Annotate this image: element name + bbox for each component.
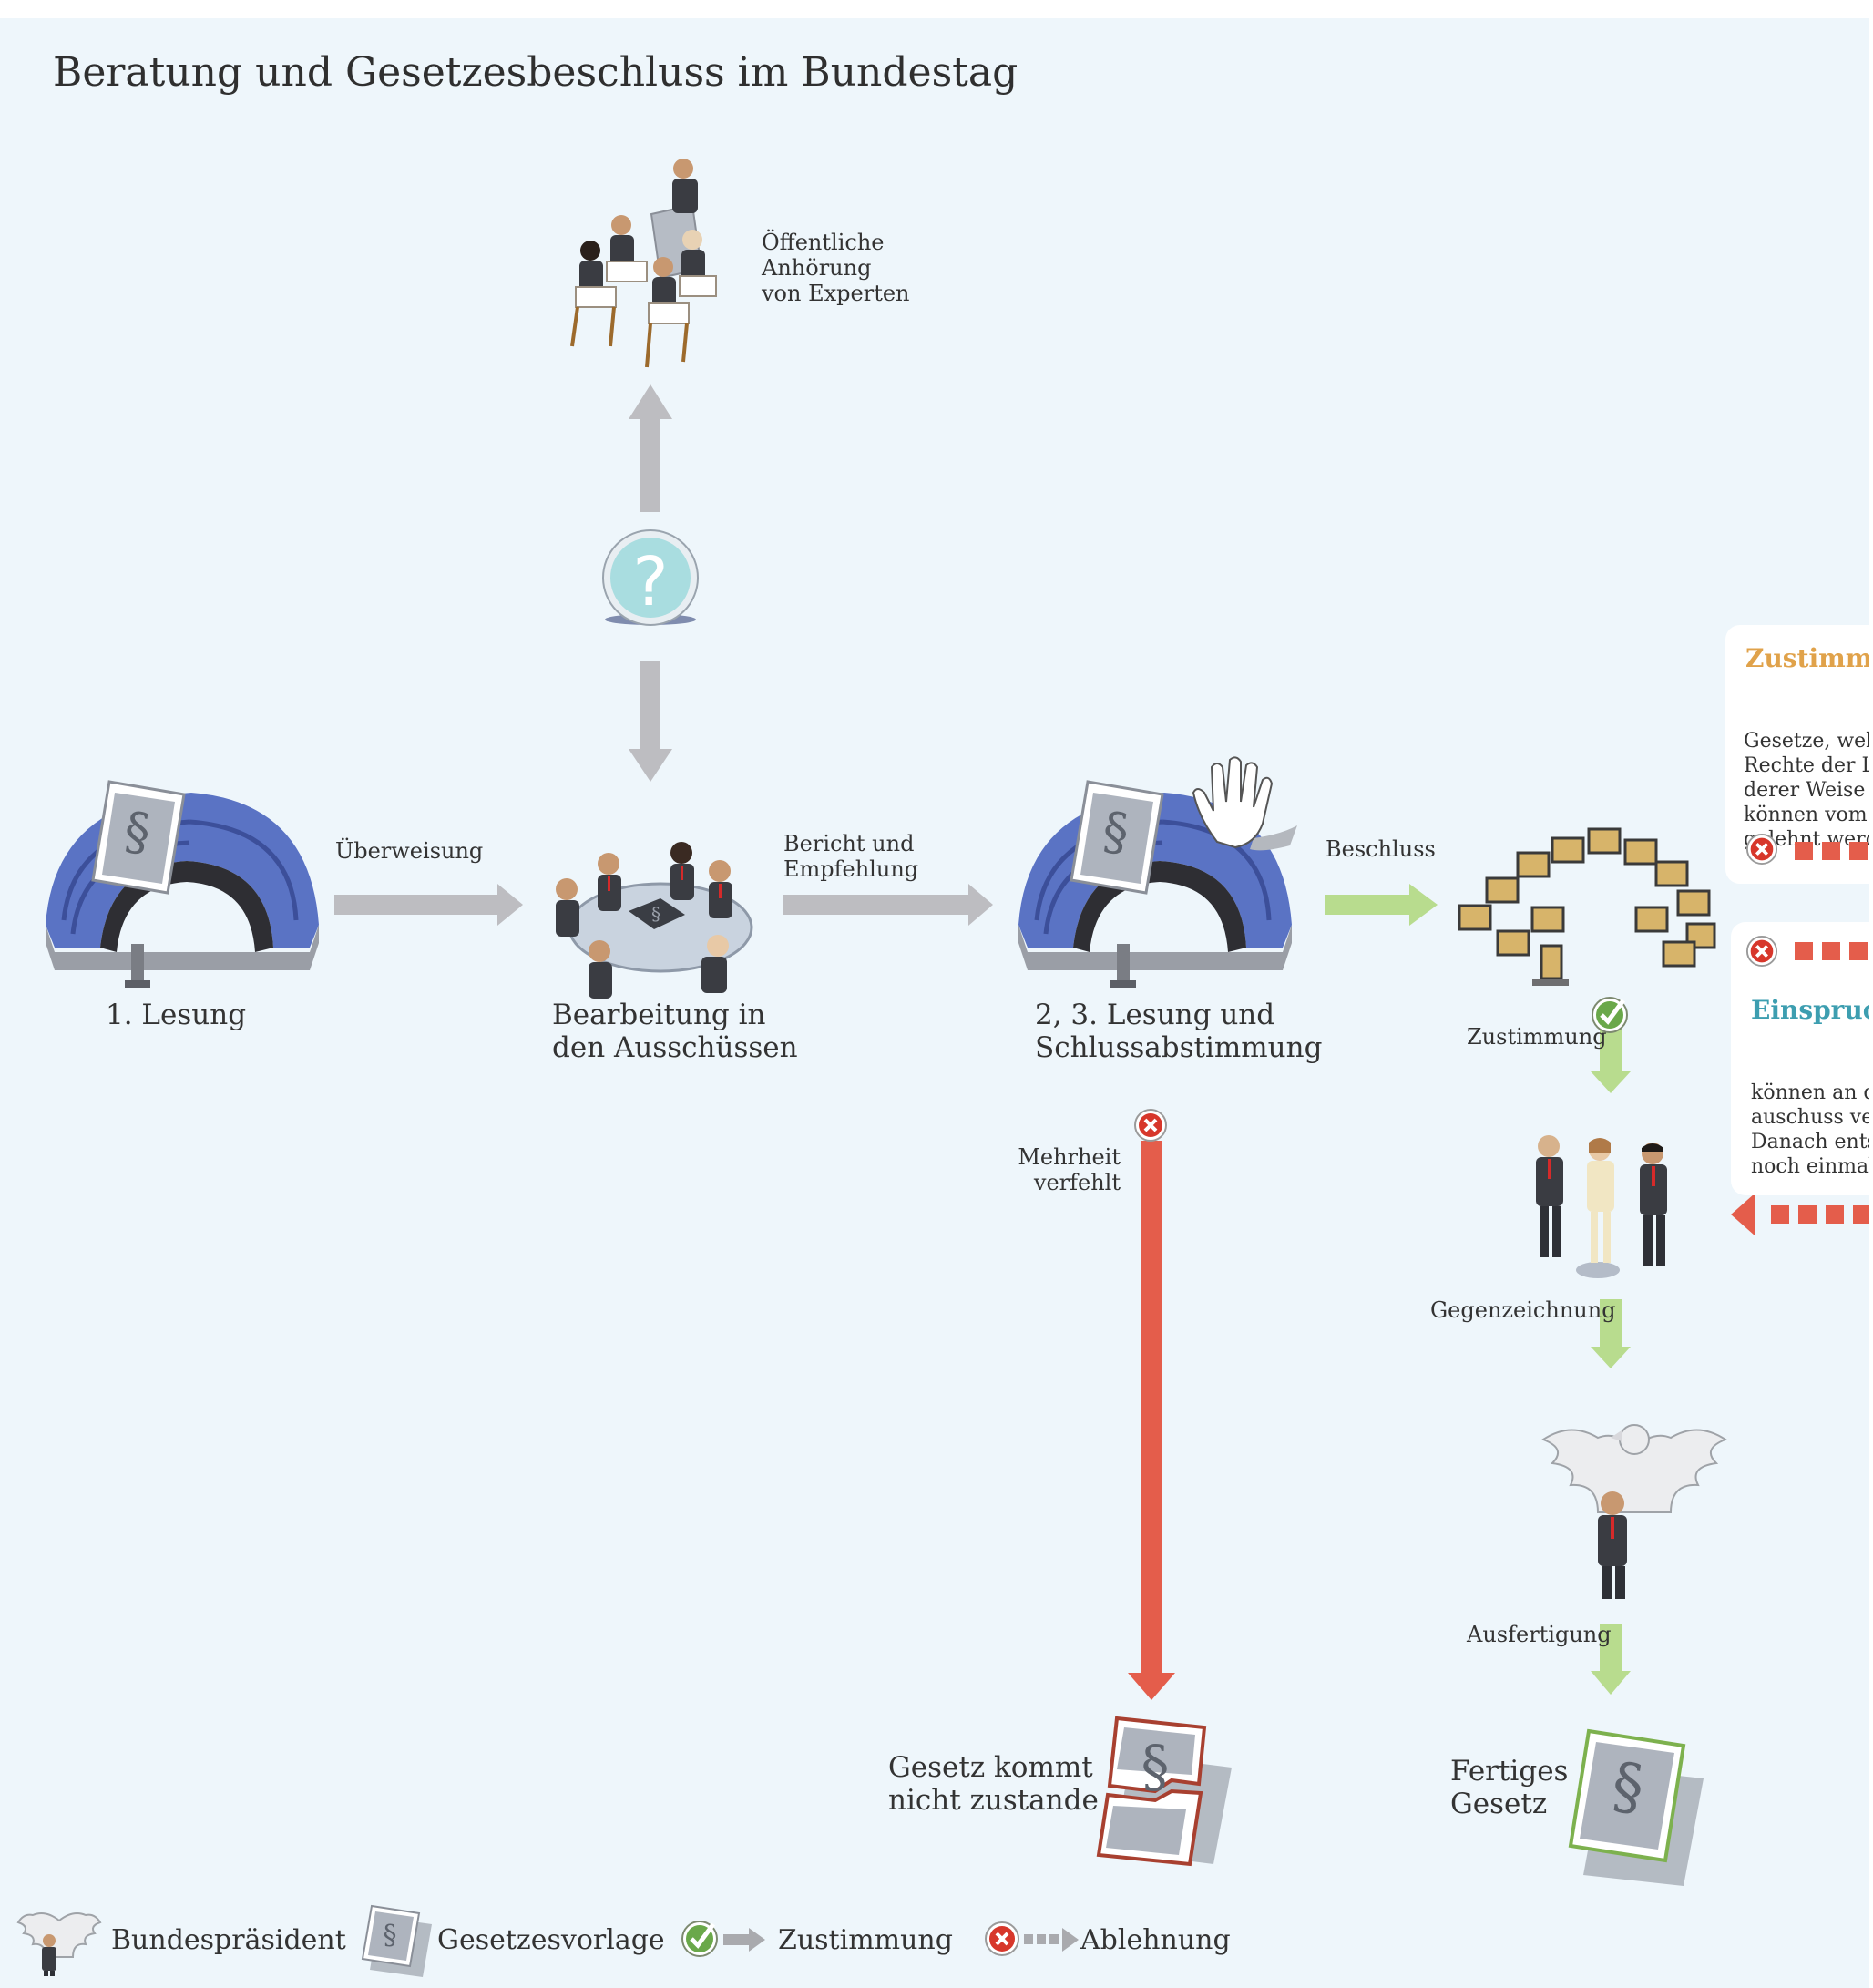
vote-hand-icon <box>1192 756 1297 851</box>
legend-bill-label: Gesetzesvorlage <box>437 1924 665 1956</box>
consent-card-title: Zustimmu <box>1745 643 1869 673</box>
government-members-icon <box>1536 1135 1667 1278</box>
legend-approval-icon <box>681 1921 765 1957</box>
objection-card: Einspruch können an deauschuss verwDanac… <box>1731 922 1869 1195</box>
consent-card: Zustimmu Gesetze, welcRechte der Läderer… <box>1725 625 1869 884</box>
legend: Bundespräsident § Gesetzesvorlage Zustim… <box>16 1904 1294 1977</box>
label-resolution: Beschluss <box>1325 836 1436 862</box>
legend-bill-icon: § <box>361 1904 432 1977</box>
legend-rejection-label: Ablehnung <box>1080 1924 1231 1956</box>
bundesrat-seats-icon <box>1458 827 1716 986</box>
failed-law-icon: § <box>1096 1716 1232 1867</box>
arrow-referral <box>334 884 523 926</box>
final-law-icon: § <box>1568 1728 1704 1886</box>
arrow-approval <box>1591 1028 1631 1093</box>
bill-icon: § <box>91 780 186 895</box>
svg-text:§: § <box>1141 1733 1170 1799</box>
arrow-to-hearing <box>629 384 672 512</box>
rejection-x-icon <box>1134 1109 1167 1142</box>
legend-president-icon <box>16 1912 102 1976</box>
svg-text:§: § <box>384 1920 397 1952</box>
svg-text:§: § <box>651 903 660 925</box>
svg-text:?: ? <box>632 543 668 621</box>
arrow-countersign <box>1591 1299 1631 1368</box>
legend-president-label: Bundespräsident <box>111 1924 346 1956</box>
objection-rejection-x-icon <box>1745 935 1778 968</box>
objection-card-text: können an deauschuss verwDanach entscnoc… <box>1751 1081 1869 1178</box>
consent-rejection-x-icon <box>1745 833 1778 866</box>
arrow-report <box>783 884 993 926</box>
question-icon: ? <box>602 529 699 626</box>
diagram-canvas: Beratung und Gesetzesbeschluss im Bundes… <box>0 18 1869 1988</box>
objection-card-title: Einspruch <box>1751 995 1869 1025</box>
expert-hearing-icon <box>570 159 717 368</box>
approval-check-icon <box>1592 997 1628 1033</box>
arrow-execution <box>1591 1624 1631 1695</box>
arrow-question-to-committees <box>629 661 672 782</box>
bill-icon-2: § <box>1070 780 1164 895</box>
dashed-return-arrow <box>1731 1194 1869 1235</box>
arrow-resolution <box>1325 884 1438 926</box>
label-referral: Überweisung <box>335 838 484 864</box>
federal-president-icon <box>1540 1424 1728 1599</box>
diagram-title: Beratung und Gesetzesbeschluss im Bundes… <box>53 49 1018 96</box>
legend-rejection-icon <box>985 1921 1079 1956</box>
label-first-reading: 1. Lesung <box>106 999 247 1031</box>
arrow-no-majority <box>1128 1141 1175 1700</box>
committee-table-icon: § <box>556 842 753 999</box>
label-countersign: Gegenzeichnung <box>1430 1297 1616 1323</box>
label-approval: Zustimmung <box>1467 1024 1607 1050</box>
label-execution: Ausfertigung <box>1467 1622 1612 1647</box>
legend-approval-label: Zustimmung <box>778 1924 953 1956</box>
